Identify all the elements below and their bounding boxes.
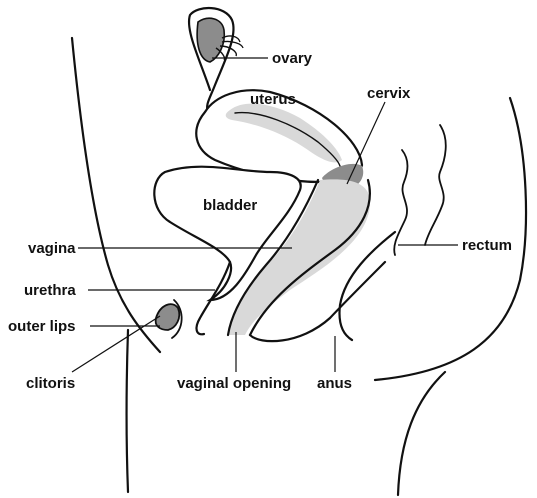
- label-anus: anus: [317, 375, 352, 392]
- label-vaginal-opening: vaginal opening: [177, 375, 291, 392]
- label-urethra: urethra: [24, 282, 76, 299]
- label-vagina: vagina: [28, 240, 76, 257]
- rectum-back: [425, 125, 446, 245]
- thigh-line: [127, 330, 129, 492]
- label-clitoris: clitoris: [26, 375, 75, 392]
- label-cervix: cervix: [367, 85, 411, 102]
- label-ovary: ovary: [272, 50, 313, 67]
- leader-clitoris: [72, 316, 160, 372]
- anus-line: [340, 232, 396, 340]
- ovary-shape: [197, 18, 224, 62]
- label-bladder: bladder: [203, 197, 257, 214]
- label-outer-lips: outer lips: [8, 318, 76, 335]
- rectum-front: [394, 150, 407, 255]
- label-rectum: rectum: [462, 237, 512, 254]
- label-uterus: uterus: [250, 91, 296, 108]
- front-body-contour: [72, 38, 160, 352]
- buttock-line: [398, 372, 445, 495]
